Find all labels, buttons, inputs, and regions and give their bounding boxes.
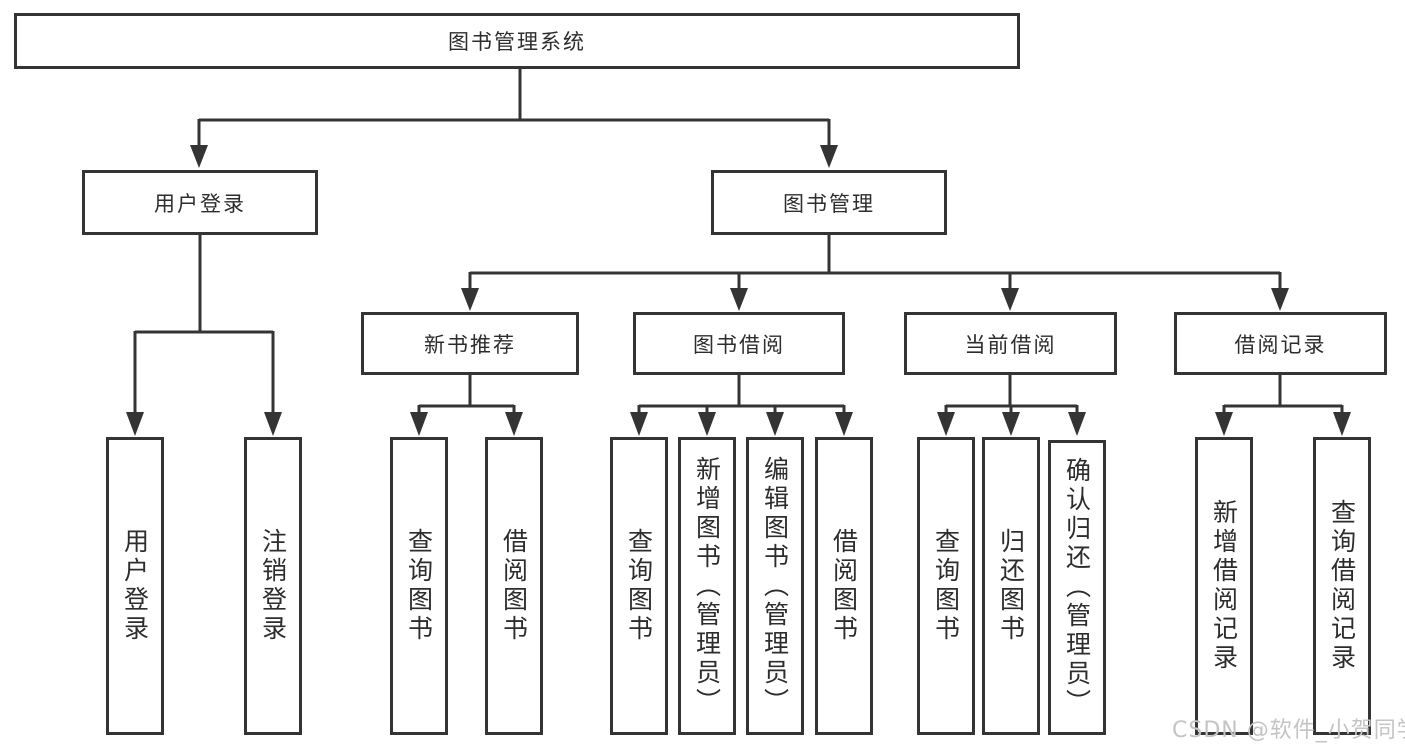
csdn-watermark: CSDN @软件_小贺同学 [1172,718,1405,743]
node-book-management: 图书管理 [711,170,947,235]
node-leaf-borrow-books-recommend: 借阅图书 [485,437,543,735]
connector-root-to-level2 [190,69,838,168]
node-leaf-add-book-admin: 新增图书（管理员） [678,437,736,735]
node-book-borrow: 图书借阅 [633,312,845,375]
connector-current-borrow-to-leaves [937,375,1086,436]
node-leaf-query-books-recommend: 查询图书 [390,437,448,735]
node-leaf-borrow-books: 借阅图书 [815,437,873,735]
node-new-book-recommend: 新书推荐 [361,312,579,375]
connector-borrow-records-to-leaves [1215,375,1351,436]
connector-new-book-recommend-to-leaves [410,375,523,436]
node-leaf-add-borrow-record: 新增借阅记录 [1195,437,1253,735]
node-borrow-records: 借阅记录 [1174,312,1387,375]
node-current-borrow: 当前借阅 [904,312,1117,375]
node-leaf-edit-book-admin: 编辑图书（管理员） [746,437,804,735]
node-leaf-return-books: 归还图书 [982,437,1040,735]
connector-user-login-to-leaves [126,235,282,436]
node-user-login: 用户登录 [82,170,318,235]
connector-book-management-to-level3 [461,235,1289,311]
node-leaf-logout: 注销登录 [244,437,302,735]
node-leaf-query-books-borrow: 查询图书 [610,437,668,735]
node-leaf-user-login: 用户登录 [106,437,164,735]
connector-book-borrow-to-leaves [630,375,853,436]
node-leaf-confirm-return-admin: 确认归还（管理员） [1048,440,1106,735]
node-root-library-system: 图书管理系统 [14,13,1020,69]
node-leaf-query-borrow-record: 查询借阅记录 [1313,437,1371,735]
node-leaf-query-books-current: 查询图书 [917,437,975,735]
